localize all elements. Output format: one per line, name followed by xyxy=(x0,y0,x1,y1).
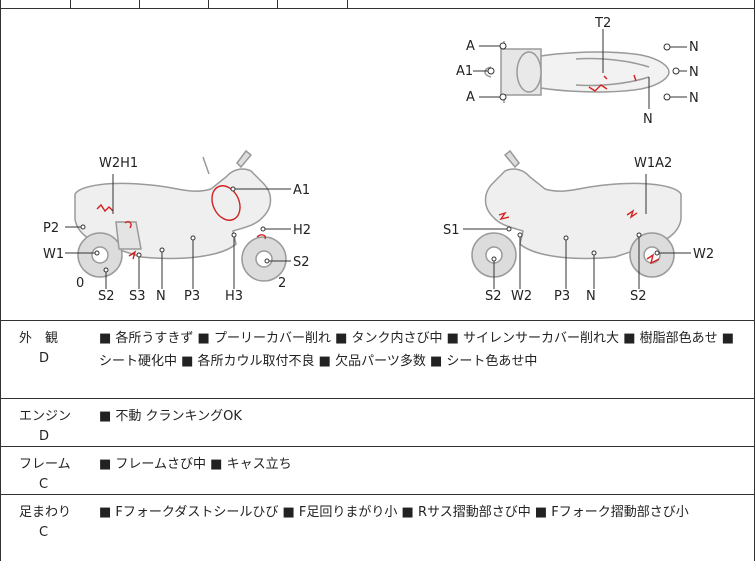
left-side-label-4: H2 xyxy=(293,223,311,238)
row-suspension: 足まわり C ■ Fフォークダストシールひび ■ F足回りまがり小 ■ Rサス摺… xyxy=(1,495,755,561)
row-name: エンジン xyxy=(19,409,72,424)
right-side-label-2: W2 xyxy=(693,247,714,262)
scooter-diagram-svg: A A1 A T2 N N N N xyxy=(43,16,714,304)
row-name: 外 観 xyxy=(19,331,59,346)
top-view-markers xyxy=(473,29,687,109)
top-label-right-2: N xyxy=(689,65,699,80)
right-bottom-label-2: W2 xyxy=(511,289,532,304)
top-view-scooter xyxy=(484,41,670,103)
row-frame: フレーム C ■ フレームさび中 ■ キャス立ち xyxy=(1,447,755,495)
left-top-label: W2H1 xyxy=(99,156,138,171)
table-cell xyxy=(278,0,348,9)
row-exterior: 外 観 D ■ 各所うすきず ■ プーリーカバー削れ ■ タンク内さび中 ■ サ… xyxy=(1,321,755,399)
row-grade: C xyxy=(39,477,49,492)
table-cell xyxy=(140,0,209,9)
right-bottom-label-4: N xyxy=(586,289,596,304)
left-bottom-label-3: S3 xyxy=(129,289,146,304)
row-grade: D xyxy=(39,429,50,444)
left-side-label-3: A1 xyxy=(293,183,310,198)
row-name: フレーム xyxy=(19,457,71,472)
right-bottom-label-1: S2 xyxy=(485,289,502,304)
row-description: ■ Fフォークダストシールひび ■ F足回りまがり小 ■ Rサス摺動部さび中 ■… xyxy=(99,505,689,520)
row-grade: C xyxy=(39,525,49,540)
left-bottom-label-5: P3 xyxy=(184,289,200,304)
right-side-label-1: S1 xyxy=(443,223,460,238)
left-view-damage-marks xyxy=(96,185,267,260)
right-top-label: W1A2 xyxy=(634,156,672,171)
top-label-left-3: A xyxy=(466,90,475,105)
right-bottom-label-3: P3 xyxy=(554,289,570,304)
table-cell xyxy=(71,0,140,9)
left-bottom-label-4: N xyxy=(156,289,166,304)
previous-table-row xyxy=(1,0,755,9)
left-view-markers xyxy=(65,174,291,289)
left-bottom-label-7: 2 xyxy=(278,276,286,291)
left-bottom-label-6: H3 xyxy=(225,289,243,304)
left-side-label-1: P2 xyxy=(43,221,59,236)
right-view-markers xyxy=(463,174,691,289)
top-label-left-2: A1 xyxy=(456,64,473,79)
right-view-damage-marks xyxy=(498,209,660,265)
top-label-right-3: N xyxy=(689,91,699,106)
top-label-right-1: N xyxy=(689,40,699,55)
top-label-bottom: N xyxy=(643,112,653,127)
left-side-label-2: W1 xyxy=(43,247,64,262)
left-view-scooter xyxy=(74,149,287,282)
left-side-label-5: S2 xyxy=(293,255,310,270)
table-cell xyxy=(1,0,71,9)
left-bottom-label-2: S2 xyxy=(98,289,115,304)
right-bottom-label-5: S2 xyxy=(630,289,647,304)
row-description: ■ 不動 クランキングOK xyxy=(99,409,242,424)
left-bottom-label-1: 0 xyxy=(76,276,84,291)
row-description: ■ 各所うすきず ■ プーリーカバー削れ ■ タンク内さび中 ■ サイレンサーカ… xyxy=(99,331,735,369)
top-view-damage-marks xyxy=(588,74,637,92)
top-label-top: T2 xyxy=(594,16,611,31)
table-cell xyxy=(209,0,278,9)
row-engine: エンジン D ■ 不動 クランキングOK xyxy=(1,399,755,447)
top-label-left-1: A xyxy=(466,39,475,54)
damage-diagram: A A1 A T2 N N N N xyxy=(1,9,755,321)
row-grade: D xyxy=(39,351,50,366)
row-description: ■ フレームさび中 ■ キャス立ち xyxy=(99,457,292,472)
row-name: 足まわり xyxy=(19,505,72,520)
